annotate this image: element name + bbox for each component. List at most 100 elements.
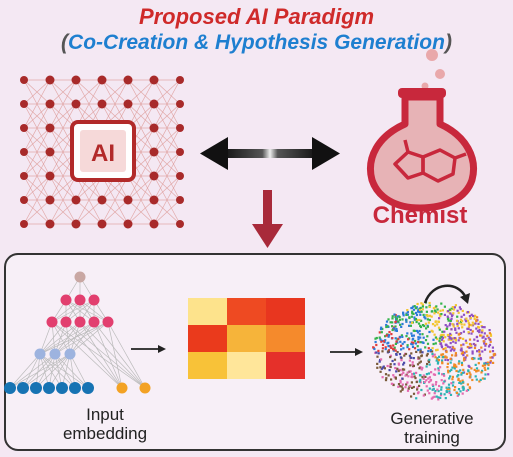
cluster-point bbox=[466, 383, 469, 386]
net-edge bbox=[69, 353, 89, 389]
net-edge bbox=[51, 299, 81, 323]
cluster-point bbox=[447, 319, 450, 322]
cluster-point bbox=[448, 324, 451, 327]
cluster-point bbox=[399, 340, 402, 343]
cluster-point bbox=[445, 356, 448, 359]
cluster-point bbox=[418, 380, 421, 383]
cluster-point bbox=[393, 358, 397, 361]
cluster-point bbox=[477, 357, 480, 360]
cluster-point bbox=[410, 321, 414, 324]
subtitle-paren-open: ( bbox=[61, 31, 69, 54]
cluster-point bbox=[391, 359, 394, 363]
cluster-point bbox=[456, 322, 459, 326]
cluster-point bbox=[416, 345, 419, 348]
cluster-point bbox=[453, 367, 456, 370]
cluster-point bbox=[457, 327, 460, 330]
cluster-point bbox=[444, 336, 447, 339]
cluster-point bbox=[419, 336, 422, 339]
cluster-point bbox=[408, 359, 411, 362]
ai-node bbox=[45, 195, 55, 205]
cluster-point bbox=[462, 388, 465, 391]
cluster-point bbox=[467, 325, 470, 329]
page-subtitle: (Co-Creation & Hypothesis Generation) bbox=[0, 31, 513, 55]
cluster-point bbox=[395, 329, 398, 332]
cluster-point bbox=[439, 334, 442, 337]
net-node-top bbox=[74, 271, 86, 283]
cluster-point bbox=[375, 351, 378, 354]
cluster-point bbox=[457, 393, 460, 396]
cluster-point bbox=[448, 377, 451, 380]
cluster-point bbox=[411, 334, 414, 337]
cluster-point bbox=[412, 337, 415, 340]
cluster-point bbox=[446, 359, 450, 362]
cluster-point bbox=[392, 383, 395, 387]
cluster-point bbox=[438, 313, 441, 316]
cluster-point bbox=[410, 342, 413, 346]
cluster-point bbox=[468, 315, 471, 318]
cluster-point bbox=[416, 392, 420, 395]
ai-edge bbox=[23, 79, 51, 105]
cluster-point bbox=[445, 386, 448, 389]
cluster-point bbox=[427, 350, 430, 353]
ai-node bbox=[71, 75, 81, 85]
cluster-point bbox=[487, 336, 490, 339]
cluster-point bbox=[425, 365, 428, 368]
cluster-point bbox=[376, 366, 379, 369]
page-title: Proposed AI Paradigm bbox=[138, 4, 375, 29]
cluster-point bbox=[432, 307, 435, 310]
cluster-point bbox=[488, 329, 491, 332]
ai-edge bbox=[101, 199, 129, 225]
net-node-orange bbox=[116, 382, 128, 394]
cluster-point bbox=[427, 377, 430, 380]
cluster-point bbox=[455, 369, 458, 373]
cluster-point bbox=[391, 325, 394, 328]
cluster-point bbox=[394, 325, 397, 328]
cluster-point bbox=[475, 327, 478, 330]
cluster-point bbox=[460, 347, 463, 350]
cluster-point bbox=[384, 346, 387, 349]
cluster-point bbox=[489, 356, 492, 359]
cluster-point bbox=[448, 390, 451, 393]
cluster-point bbox=[446, 362, 449, 365]
cluster-point bbox=[401, 368, 404, 371]
cluster-point bbox=[428, 301, 431, 305]
cluster-point bbox=[449, 357, 452, 360]
cluster-point bbox=[440, 392, 443, 395]
cluster-point bbox=[450, 328, 453, 331]
cluster-point bbox=[439, 315, 442, 318]
cluster-point bbox=[416, 319, 419, 322]
cluster-point bbox=[387, 350, 390, 353]
cluster-point bbox=[394, 377, 397, 380]
cluster-point bbox=[479, 378, 482, 381]
cluster-point bbox=[425, 373, 428, 376]
cluster-point bbox=[454, 364, 457, 367]
cluster-point bbox=[461, 326, 464, 329]
cluster-point bbox=[450, 339, 453, 342]
cluster-point bbox=[462, 337, 465, 340]
ai-node bbox=[20, 124, 28, 132]
cluster-point bbox=[406, 344, 409, 347]
net-edge bbox=[39, 321, 53, 355]
cluster-point bbox=[465, 350, 468, 353]
ai-node bbox=[123, 99, 133, 109]
ai-edge bbox=[23, 103, 51, 129]
cluster-point bbox=[423, 324, 426, 328]
cluster-point bbox=[424, 375, 427, 378]
cluster-point bbox=[481, 377, 484, 380]
cluster-point bbox=[460, 344, 463, 347]
cluster-point bbox=[484, 368, 487, 371]
cluster-point bbox=[412, 312, 415, 315]
cluster-point bbox=[413, 305, 416, 308]
ai-node bbox=[123, 75, 133, 85]
cluster-point bbox=[440, 335, 443, 339]
heatmap-cell bbox=[188, 325, 227, 352]
cluster-point bbox=[465, 341, 468, 344]
cluster-point bbox=[462, 371, 465, 374]
ai-node bbox=[123, 219, 133, 229]
cluster-point bbox=[444, 324, 447, 327]
net-edge bbox=[51, 321, 123, 389]
cluster-point bbox=[473, 357, 476, 360]
cluster-point bbox=[399, 323, 402, 326]
cluster-point bbox=[456, 375, 459, 378]
cluster-point bbox=[397, 337, 400, 340]
